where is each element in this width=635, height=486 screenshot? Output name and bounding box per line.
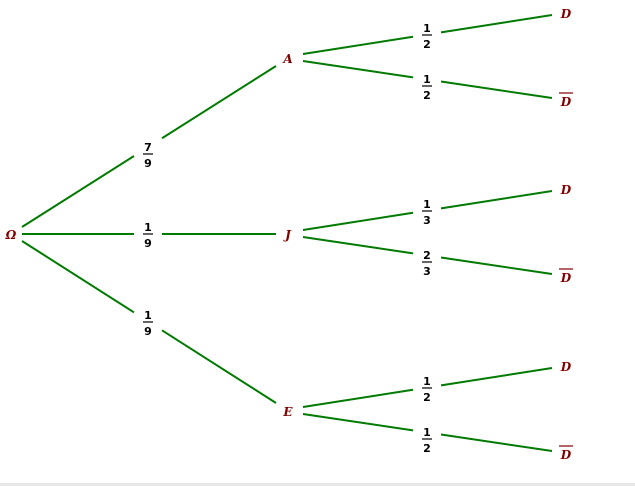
node-not-D: D [560, 271, 572, 285]
branch-1-0-probability-denominator: 3 [423, 214, 431, 227]
branch-0-probability-denominator: 9 [144, 157, 152, 170]
branch-0-edge [21, 155, 135, 228]
branch-0-0-edge [302, 35, 414, 55]
branch-1-probability-denominator: 9 [144, 237, 152, 250]
node-not-D: D [560, 448, 572, 462]
branch-1-1-probability-numerator: 2 [423, 249, 431, 262]
branch-0-0-probability-denominator: 2 [423, 38, 431, 51]
branch-2-0-probability-denominator: 2 [423, 391, 431, 404]
branch-2-1-probability-numerator: 1 [423, 426, 431, 439]
branch-2-0-edge [302, 388, 414, 408]
branch-0-0-edge [440, 14, 553, 34]
branch-0-0-probability-numerator: 1 [423, 22, 431, 35]
branch-0-probability-numerator: 7 [144, 141, 152, 154]
node-E: E [282, 405, 293, 419]
bottom-border [0, 483, 635, 486]
node-not-D: D [560, 95, 572, 109]
branch-0-1-edge [440, 80, 553, 99]
branch-2-0-edge [440, 367, 553, 387]
branch-2-1-edge [302, 413, 414, 432]
branch-2-edge [161, 329, 277, 404]
branch-1-0-edge [440, 190, 553, 210]
root-node-omega: Ω [5, 228, 17, 242]
branch-2-0-probability-numerator: 1 [423, 375, 431, 388]
node-A: A [282, 52, 292, 66]
branch-2-probability-denominator: 9 [144, 325, 152, 338]
branch-1-1-probability-denominator: 3 [423, 265, 431, 278]
branch-1-probability-numerator: 1 [144, 221, 152, 234]
node-D: D [560, 183, 572, 197]
branch-2-1-edge [440, 433, 553, 452]
branch-1-1-edge [302, 236, 414, 255]
node-J: J [283, 228, 292, 242]
branch-2-probability-numerator: 1 [144, 309, 152, 322]
node-D: D [560, 7, 572, 21]
branch-0-1-probability-numerator: 1 [423, 73, 431, 86]
branch-0-1-probability-denominator: 2 [423, 89, 431, 102]
branch-0-1-edge [302, 60, 414, 79]
node-D: D [560, 360, 572, 374]
branch-1-1-edge [440, 256, 553, 275]
branch-1-0-probability-numerator: 1 [423, 198, 431, 211]
branch-2-1-probability-denominator: 2 [423, 442, 431, 455]
branch-0-edge [161, 65, 277, 140]
branch-1-0-edge [302, 211, 414, 231]
branch-2-edge [21, 240, 135, 314]
